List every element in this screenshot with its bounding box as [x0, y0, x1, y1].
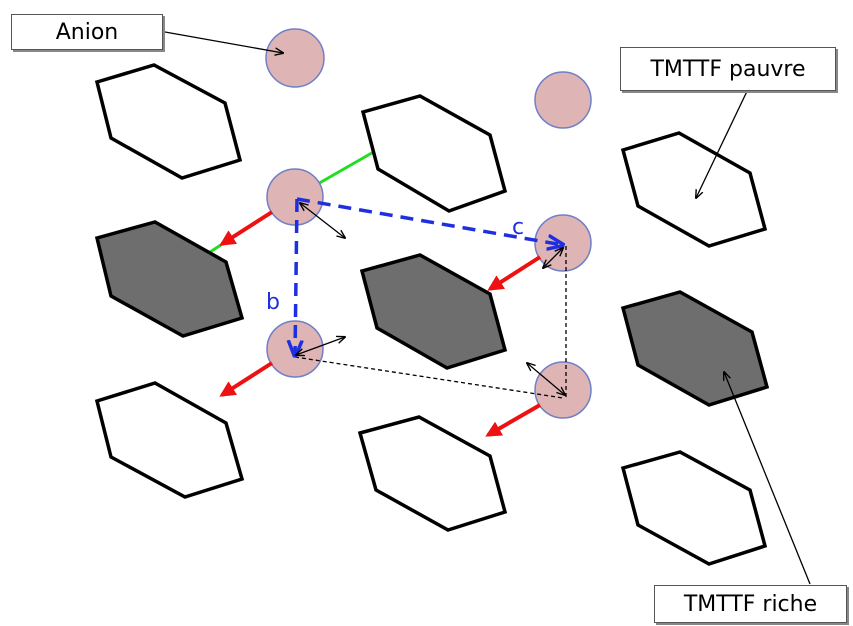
anion-circle — [534, 214, 592, 272]
anion-circle — [266, 168, 324, 226]
displacement-arrow — [487, 255, 542, 291]
tmttf-pauvre-molecule — [357, 415, 508, 532]
orientation-arrow — [543, 248, 563, 268]
anion-callout-pointer — [164, 31, 283, 53]
anion-label-text: Anion — [55, 19, 119, 45]
pauvre-callout-pointer — [696, 84, 751, 198]
tmttf-pauvre-label-text: TMTTF pauvre — [650, 56, 806, 82]
tmttf-pauvre-molecule — [620, 450, 768, 566]
orientation-arrow — [300, 203, 345, 238]
anion-circle — [534, 71, 592, 129]
orientation-arrow — [296, 337, 345, 355]
tmttf-riche-label-text: TMTTF riche — [683, 591, 818, 617]
cell-edge-dashed — [294, 356, 564, 399]
tmttf-pauvre-callout-label: TMTTF pauvre — [620, 47, 836, 91]
riche-callout-pointer — [724, 372, 811, 585]
axis-b-label: b — [266, 290, 280, 315]
anion-circle — [265, 28, 325, 88]
tmttf-pauvre-molecule — [360, 94, 508, 213]
tmttf-pauvre-molecule — [94, 381, 245, 499]
axis-c-label: c — [512, 215, 524, 240]
tmttf-pauvre-molecule — [94, 63, 243, 180]
tmttf-pauvre-molecule — [620, 131, 768, 248]
tmttf-riche-callout-label: TMTTF riche — [654, 585, 847, 623]
tmttf-riche-molecule — [620, 290, 770, 407]
tmttf-riche-molecule — [359, 253, 508, 370]
orientation-arrow — [527, 363, 565, 395]
displacement-arrow — [485, 403, 541, 437]
anion-circle — [534, 361, 592, 419]
axis-b-arrow — [295, 198, 297, 356]
displacement-arrow — [219, 210, 274, 246]
tmttf-riche-molecule — [94, 220, 245, 338]
displacement-arrow — [219, 361, 274, 397]
anion-callout-label: Anion — [11, 14, 163, 50]
